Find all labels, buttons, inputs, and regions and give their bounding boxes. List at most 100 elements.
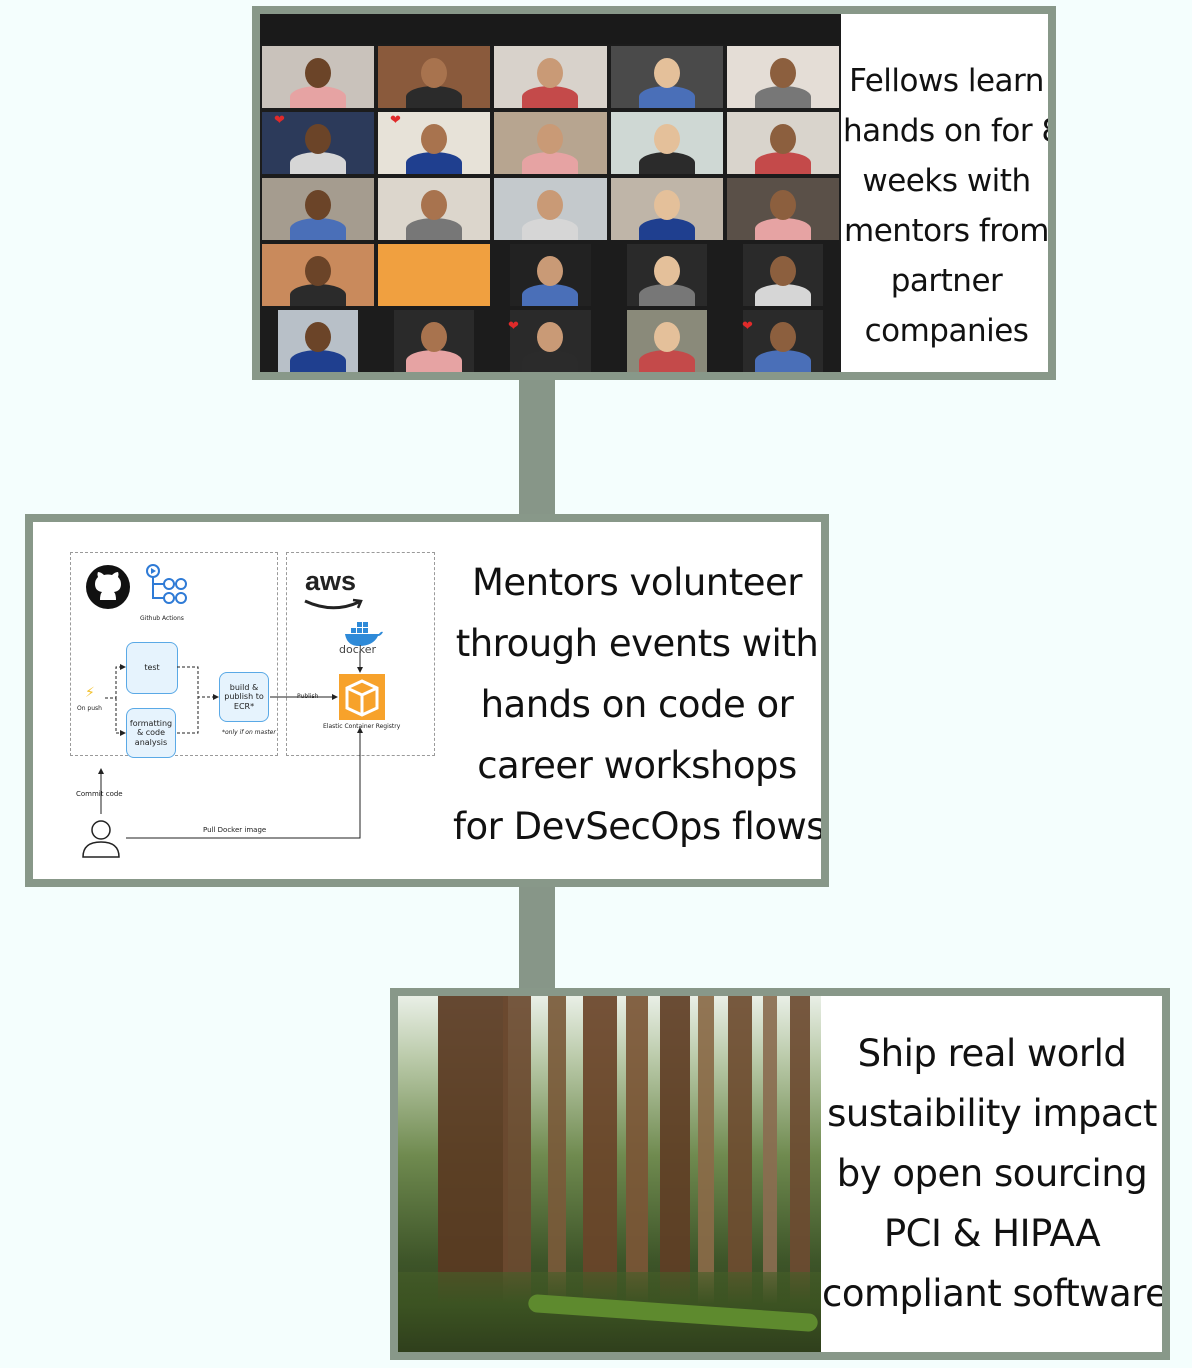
video-tile	[262, 112, 375, 174]
fellows-caption: Fellows learn hands on for 8 weeks with …	[843, 56, 1056, 356]
person-shoulders	[638, 86, 695, 108]
caption-line: hands on code or	[480, 683, 794, 726]
impact-caption: Ship real world sustaibility impact by o…	[822, 1024, 1162, 1324]
caption-line: sustaibility impact	[827, 1092, 1157, 1135]
person-shoulders	[522, 350, 579, 372]
person-head	[769, 190, 796, 220]
build-step: build & publish to ECR*	[219, 672, 269, 722]
person-head	[305, 322, 332, 352]
fellows-card: ❤ ❤ ❤ ❤ Fellows learn hands on for 8 weeks …	[252, 6, 1056, 380]
caption-line: weeks with	[862, 163, 1031, 199]
user-icon	[82, 820, 120, 858]
person-shoulders	[754, 350, 811, 372]
person-shoulders	[754, 152, 811, 174]
video-tile	[610, 112, 723, 174]
caption-line: Ship real world	[857, 1032, 1127, 1075]
video-tile	[610, 178, 723, 240]
person-head	[537, 322, 564, 352]
mentors-card: Github Actions aws docker Elastic Contai…	[25, 514, 829, 887]
connector-bottom	[519, 884, 555, 992]
person-head	[537, 256, 564, 286]
video-tile	[510, 244, 591, 306]
person-head	[769, 322, 796, 352]
caption-line: through events with	[455, 622, 819, 665]
person-shoulders	[290, 218, 347, 240]
person-shoulders	[754, 218, 811, 240]
person-head	[421, 58, 448, 88]
person-head	[653, 322, 680, 352]
commit-code-label: Commit code	[76, 790, 123, 798]
video-tile	[278, 310, 359, 372]
video-tile	[378, 178, 491, 240]
video-call-top-bar	[260, 14, 841, 44]
tree-trunk	[698, 996, 714, 1352]
caption-line: hands on for 8	[843, 113, 1056, 149]
video-tile	[262, 46, 375, 108]
video-tile	[378, 46, 491, 108]
person-head	[421, 124, 448, 154]
person-head	[421, 190, 448, 220]
test-step: test	[126, 642, 178, 694]
caption-line: Mentors volunteer	[472, 561, 803, 604]
person-head	[653, 256, 680, 286]
heart-reaction-icon: ❤	[742, 319, 753, 334]
aws-smile-icon	[304, 598, 363, 610]
heart-reaction-icon: ❤	[508, 319, 519, 334]
heart-reaction-icon: ❤	[274, 113, 285, 128]
only-master-note: *only if on master	[222, 729, 276, 736]
caption-line: PCI & HIPAA	[883, 1212, 1101, 1255]
video-tile	[262, 178, 375, 240]
video-tile	[494, 178, 607, 240]
github-actions-label: Github Actions	[140, 615, 184, 622]
person-shoulders	[406, 152, 463, 174]
person-head	[537, 190, 564, 220]
aws-logo: aws	[305, 566, 357, 596]
caption-line: mentors from	[844, 213, 1049, 249]
video-call-grid-image: ❤ ❤ ❤ ❤	[260, 14, 841, 372]
video-tile	[262, 244, 375, 306]
video-tile	[378, 244, 491, 306]
diagram-arrows	[98, 651, 363, 839]
person-head	[769, 124, 796, 154]
video-tile	[394, 310, 475, 372]
person-shoulders	[754, 86, 811, 108]
redwood-forest-image	[398, 996, 821, 1352]
github-actions-box	[70, 552, 278, 756]
person-shoulders	[638, 152, 695, 174]
person-shoulders	[638, 218, 695, 240]
video-tile	[742, 244, 823, 306]
video-tile	[726, 112, 839, 174]
person-shoulders	[406, 218, 463, 240]
person-shoulders	[522, 86, 579, 108]
person-head	[305, 190, 332, 220]
video-tile	[494, 46, 607, 108]
mentors-caption: Mentors volunteer through events with ha…	[453, 552, 821, 857]
person-shoulders	[406, 350, 463, 372]
person-head	[305, 58, 332, 88]
person-shoulders	[290, 284, 347, 306]
person-head	[305, 256, 332, 286]
on-push-label: On push	[77, 705, 102, 712]
heart-reaction-icon: ❤	[390, 113, 401, 128]
person-shoulders	[406, 86, 463, 108]
video-tile	[726, 46, 839, 108]
video-tile	[610, 46, 723, 108]
tree-trunk	[763, 996, 777, 1352]
caption-line: companies	[864, 313, 1029, 349]
person-shoulders	[522, 218, 579, 240]
video-tile	[494, 112, 607, 174]
person-shoulders	[638, 350, 695, 372]
video-tile	[742, 310, 823, 372]
github-logo-icon	[86, 565, 130, 609]
devsecops-diagram: Github Actions aws docker Elastic Contai…	[33, 522, 453, 879]
person-shoulders	[754, 284, 811, 306]
caption-line: career workshops	[477, 744, 797, 787]
person-head	[769, 58, 796, 88]
ecr-label: Elastic Container Registry	[323, 723, 401, 730]
formatting-step: formatting & code analysis	[126, 708, 176, 758]
person-shoulders	[522, 152, 579, 174]
person-head	[653, 124, 680, 154]
pull-docker-label: Pull Docker image	[203, 826, 267, 834]
caption-line: by open sourcing	[836, 1152, 1148, 1195]
person-head	[305, 124, 332, 154]
